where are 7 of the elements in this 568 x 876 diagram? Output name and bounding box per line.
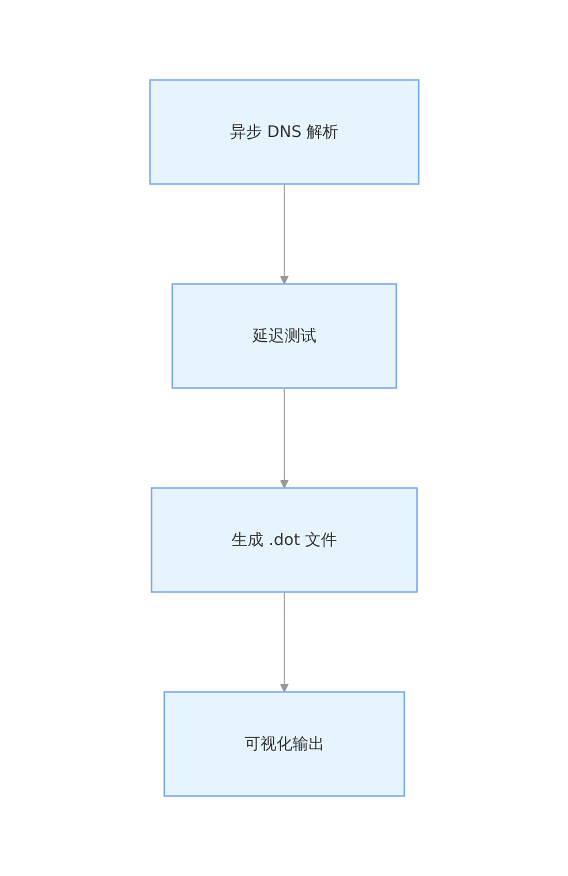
node-box: 延迟测试 [171,283,397,389]
arrow [280,592,288,692]
node-box: 异步 DNS 解析 [148,79,420,185]
arrow [280,388,288,488]
arrow [280,184,288,284]
node-box: 生成 .dot 文件 [150,487,418,593]
node-box: 可视化输出 [163,691,405,797]
